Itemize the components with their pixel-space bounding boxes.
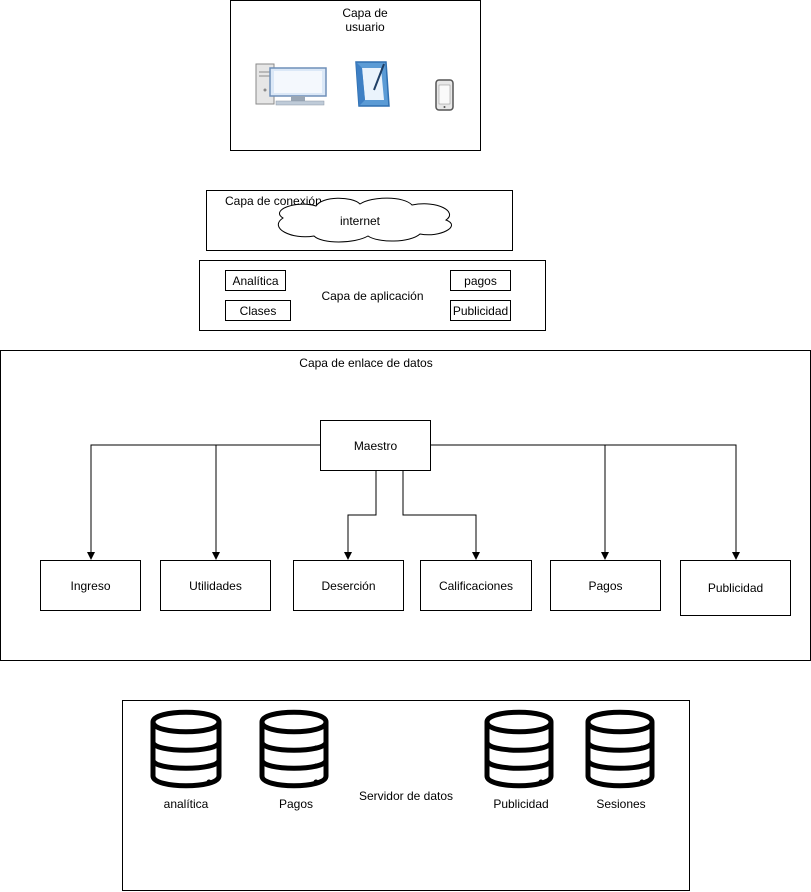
user-layer-title-line2: usuario <box>345 20 385 34</box>
node-maestro: Maestro <box>320 420 431 471</box>
node-utilidades: Utilidades <box>160 560 271 611</box>
database-label-pagos: Pagos <box>278 797 314 811</box>
module-publicidad: Publicidad <box>450 300 511 321</box>
edge-calificaciones <box>402 470 480 560</box>
database-label-publicidad: Publicidad <box>493 797 549 811</box>
data-server-title: Servidor de datos <box>358 789 454 803</box>
edge-utilidades <box>212 444 320 560</box>
database-label-analitica: analítica <box>163 797 209 811</box>
edge-publicidad <box>430 444 740 560</box>
data-link-layer-title: Capa de enlace de datos <box>299 356 433 370</box>
user-layer-title: Capa de usuario <box>320 6 410 34</box>
node-desercion: Deserción <box>293 560 404 611</box>
module-pagos: pagos <box>450 270 511 291</box>
edge-desercion <box>344 470 377 560</box>
application-layer-title: Capa de aplicación <box>321 289 424 303</box>
node-ingreso: Ingreso <box>40 560 141 611</box>
module-clases: Clases <box>225 300 291 321</box>
node-publicidad: Publicidad <box>680 560 791 616</box>
node-pagos: Pagos <box>550 560 661 611</box>
user-layer-title-line1: Capa de <box>342 6 388 20</box>
internet-label: internet <box>339 214 381 228</box>
module-analitica: Analítica <box>225 270 286 291</box>
node-calificaciones: Calificaciones <box>420 560 532 611</box>
database-label-sesiones: Sesiones <box>596 797 646 811</box>
